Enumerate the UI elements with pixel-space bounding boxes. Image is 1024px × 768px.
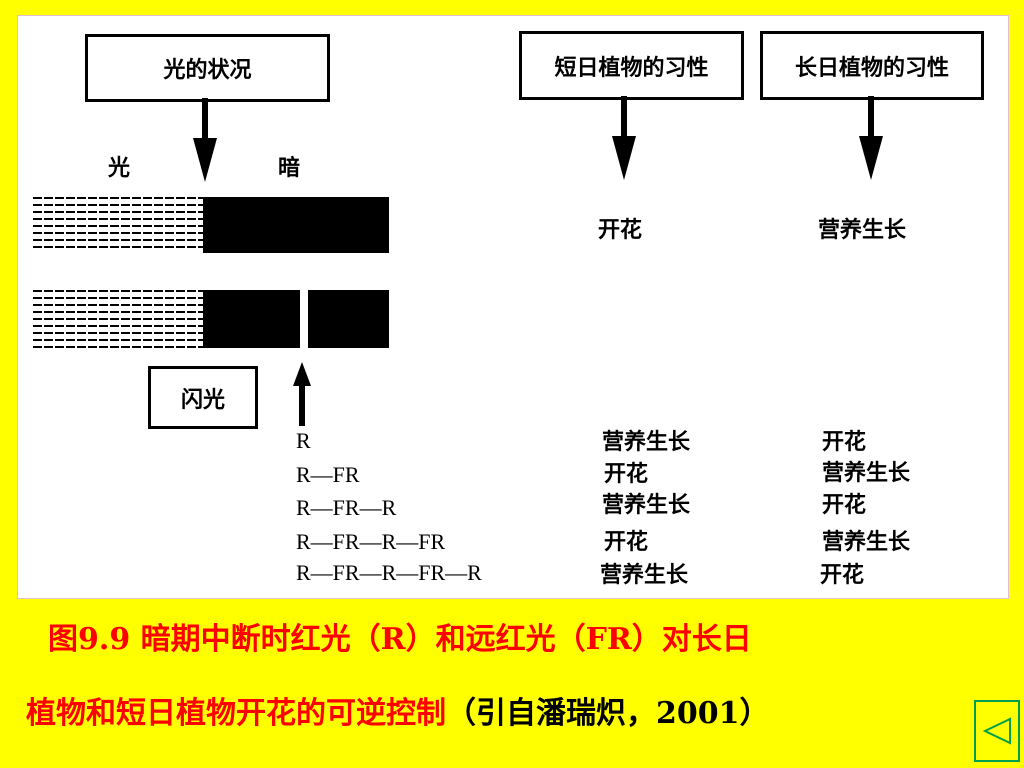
flash-short-day-5: 营养生长 xyxy=(600,562,689,588)
label-light: 光 xyxy=(108,155,131,181)
caption-line2-red: 植物和短日植物开花的可逆控制 xyxy=(26,696,446,731)
header-long-day: 长日植物的习性 xyxy=(760,31,984,100)
flash-long-day-5: 开花 xyxy=(820,562,865,588)
flash-short-day-4: 开花 xyxy=(604,529,649,555)
flash-short-day-1: 营养生长 xyxy=(602,429,691,455)
header-short-day-text: 短日植物的习性 xyxy=(554,54,709,81)
flash-label-box: 闪光 xyxy=(148,366,258,429)
flash-label-text: 闪光 xyxy=(180,386,225,413)
flash-seq-2: R—FR xyxy=(296,462,360,487)
caption-line2-citation: （引自潘瑞炽，2001） xyxy=(446,696,770,731)
figure-caption-line1: 图9.9 暗期中断时红光（R）和远红光（FR）对长日 xyxy=(0,614,1024,658)
arrow-down-icon xyxy=(859,96,883,180)
header-light-condition: 光的状况 xyxy=(85,34,330,102)
flash-short-day-3: 营养生长 xyxy=(602,492,691,518)
flash-seq-4: R—FR—R—FR xyxy=(296,529,446,554)
figure-caption-line2: 植物和短日植物开花的可逆控制（引自潘瑞炽，2001） xyxy=(0,688,1024,732)
flash-long-day-2: 营养生长 xyxy=(822,460,911,486)
header-long-day-text: 长日植物的习性 xyxy=(794,54,949,81)
flash-seq-3: R—FR—R xyxy=(296,495,397,520)
flash-long-day-4: 营养生长 xyxy=(822,529,911,555)
header-light-condition-text: 光的状况 xyxy=(163,57,252,83)
row1-long-day-outcome: 营养生长 xyxy=(818,217,907,243)
dark-period-bar xyxy=(203,197,389,253)
arrow-down-icon xyxy=(612,96,636,180)
label-dark: 暗 xyxy=(278,155,301,181)
flash-long-day-3: 开花 xyxy=(822,492,867,518)
light-period-bar xyxy=(33,197,203,253)
arrow-up-icon xyxy=(293,362,311,426)
dark-period-bar-part1 xyxy=(203,290,300,348)
row1-short-day-outcome: 开花 xyxy=(598,217,643,243)
header-short-day: 短日植物的习性 xyxy=(519,31,744,100)
flash-seq-5: R—FR—R—FR—R xyxy=(296,560,482,585)
dark-period-bar-part2 xyxy=(308,290,389,348)
back-button[interactable] xyxy=(974,700,1020,762)
caption-line1-text: 图9.9 暗期中断时红光（R）和远红光（FR）对长日 xyxy=(48,622,752,657)
flash-long-day-1: 开花 xyxy=(822,429,867,455)
back-triangle-icon xyxy=(982,717,1011,745)
flash-seq-1: R xyxy=(296,428,311,453)
arrow-down-icon xyxy=(193,98,217,182)
light-period-bar xyxy=(33,290,203,348)
flash-short-day-2: 开花 xyxy=(604,461,649,487)
